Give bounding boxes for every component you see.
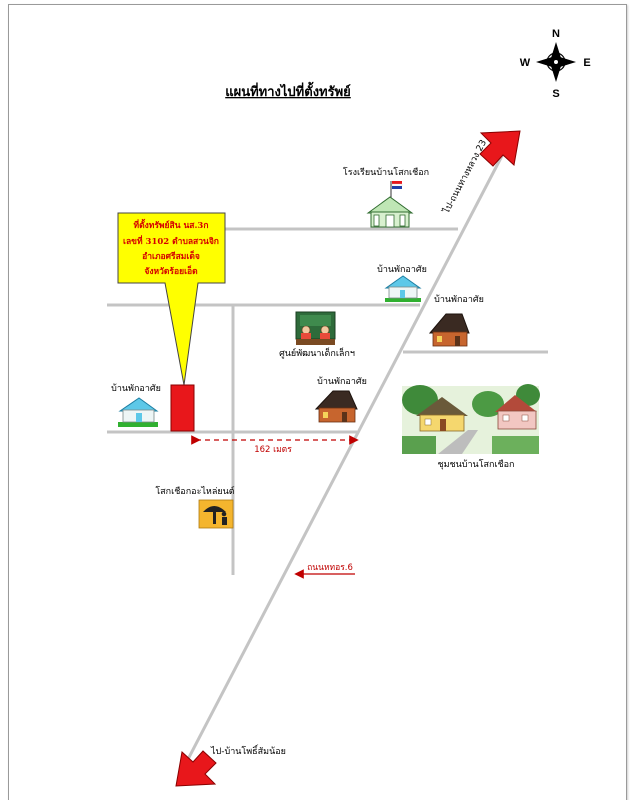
house-mid-label: บ้านพักอาศัย (317, 376, 367, 387)
house-top-label: บ้านพักอาศัย (377, 264, 427, 275)
parts-shop-icon (198, 499, 234, 529)
page-frame (8, 4, 627, 800)
callout-line-4: จังหวัดร้อยเอ็ด (144, 264, 198, 277)
house-left-icon (118, 397, 159, 427)
compass-north: N (552, 28, 560, 40)
house-right-label: บ้านพักอาศัย (434, 294, 484, 305)
compass-icon (536, 42, 576, 82)
callout-line-3: อำเภอศรีสมเด็จ (142, 249, 200, 262)
house-left-label: บ้านพักอาศัย (111, 383, 161, 394)
school-building-icon (366, 181, 414, 228)
house-mid-icon (314, 390, 358, 423)
map-title: แผนที่ทางไปที่ตั้งทรัพย์ (225, 81, 351, 100)
road-23-label: ไป-ถนนทางหลวง 23 (440, 138, 489, 216)
compass-south: S (552, 88, 559, 100)
community-village-icon (402, 384, 540, 454)
property-callout (117, 212, 226, 386)
callout-line-2: เลขที่ 3102 ตำบลสวนจิก (123, 234, 219, 247)
arrow-to-village-icon (175, 750, 217, 787)
callout-line-1: ที่ตั้งทรัพย์สิน นส.3ก (133, 218, 208, 231)
to-village-label: ไป-บ้านโพธิ์สัมน้อย (210, 744, 286, 757)
property-marker (170, 384, 195, 432)
community-label: ชุมชนบ้านโสกเชือก (437, 459, 514, 470)
distance-label: 162 เมตร (254, 445, 292, 455)
arrow-to-highway-icon (479, 130, 521, 167)
school-label: โรงเรียนบ้านโสกเชือก (343, 167, 429, 178)
house-top-icon (384, 275, 422, 302)
child-center-icon (295, 311, 336, 345)
house-right-icon (428, 313, 470, 347)
main-diagonal-road (183, 149, 507, 766)
compass-east: E (583, 57, 590, 69)
compass-west: W (520, 57, 531, 69)
child-center-label: ศูนย์พัฒนาเด็กเล็กฯ (279, 346, 355, 359)
road-6-label: ถนนหทอร.6 (307, 563, 353, 573)
parts-shop-label: โสกเชือกอะไหล่ยนต์ (155, 485, 234, 497)
